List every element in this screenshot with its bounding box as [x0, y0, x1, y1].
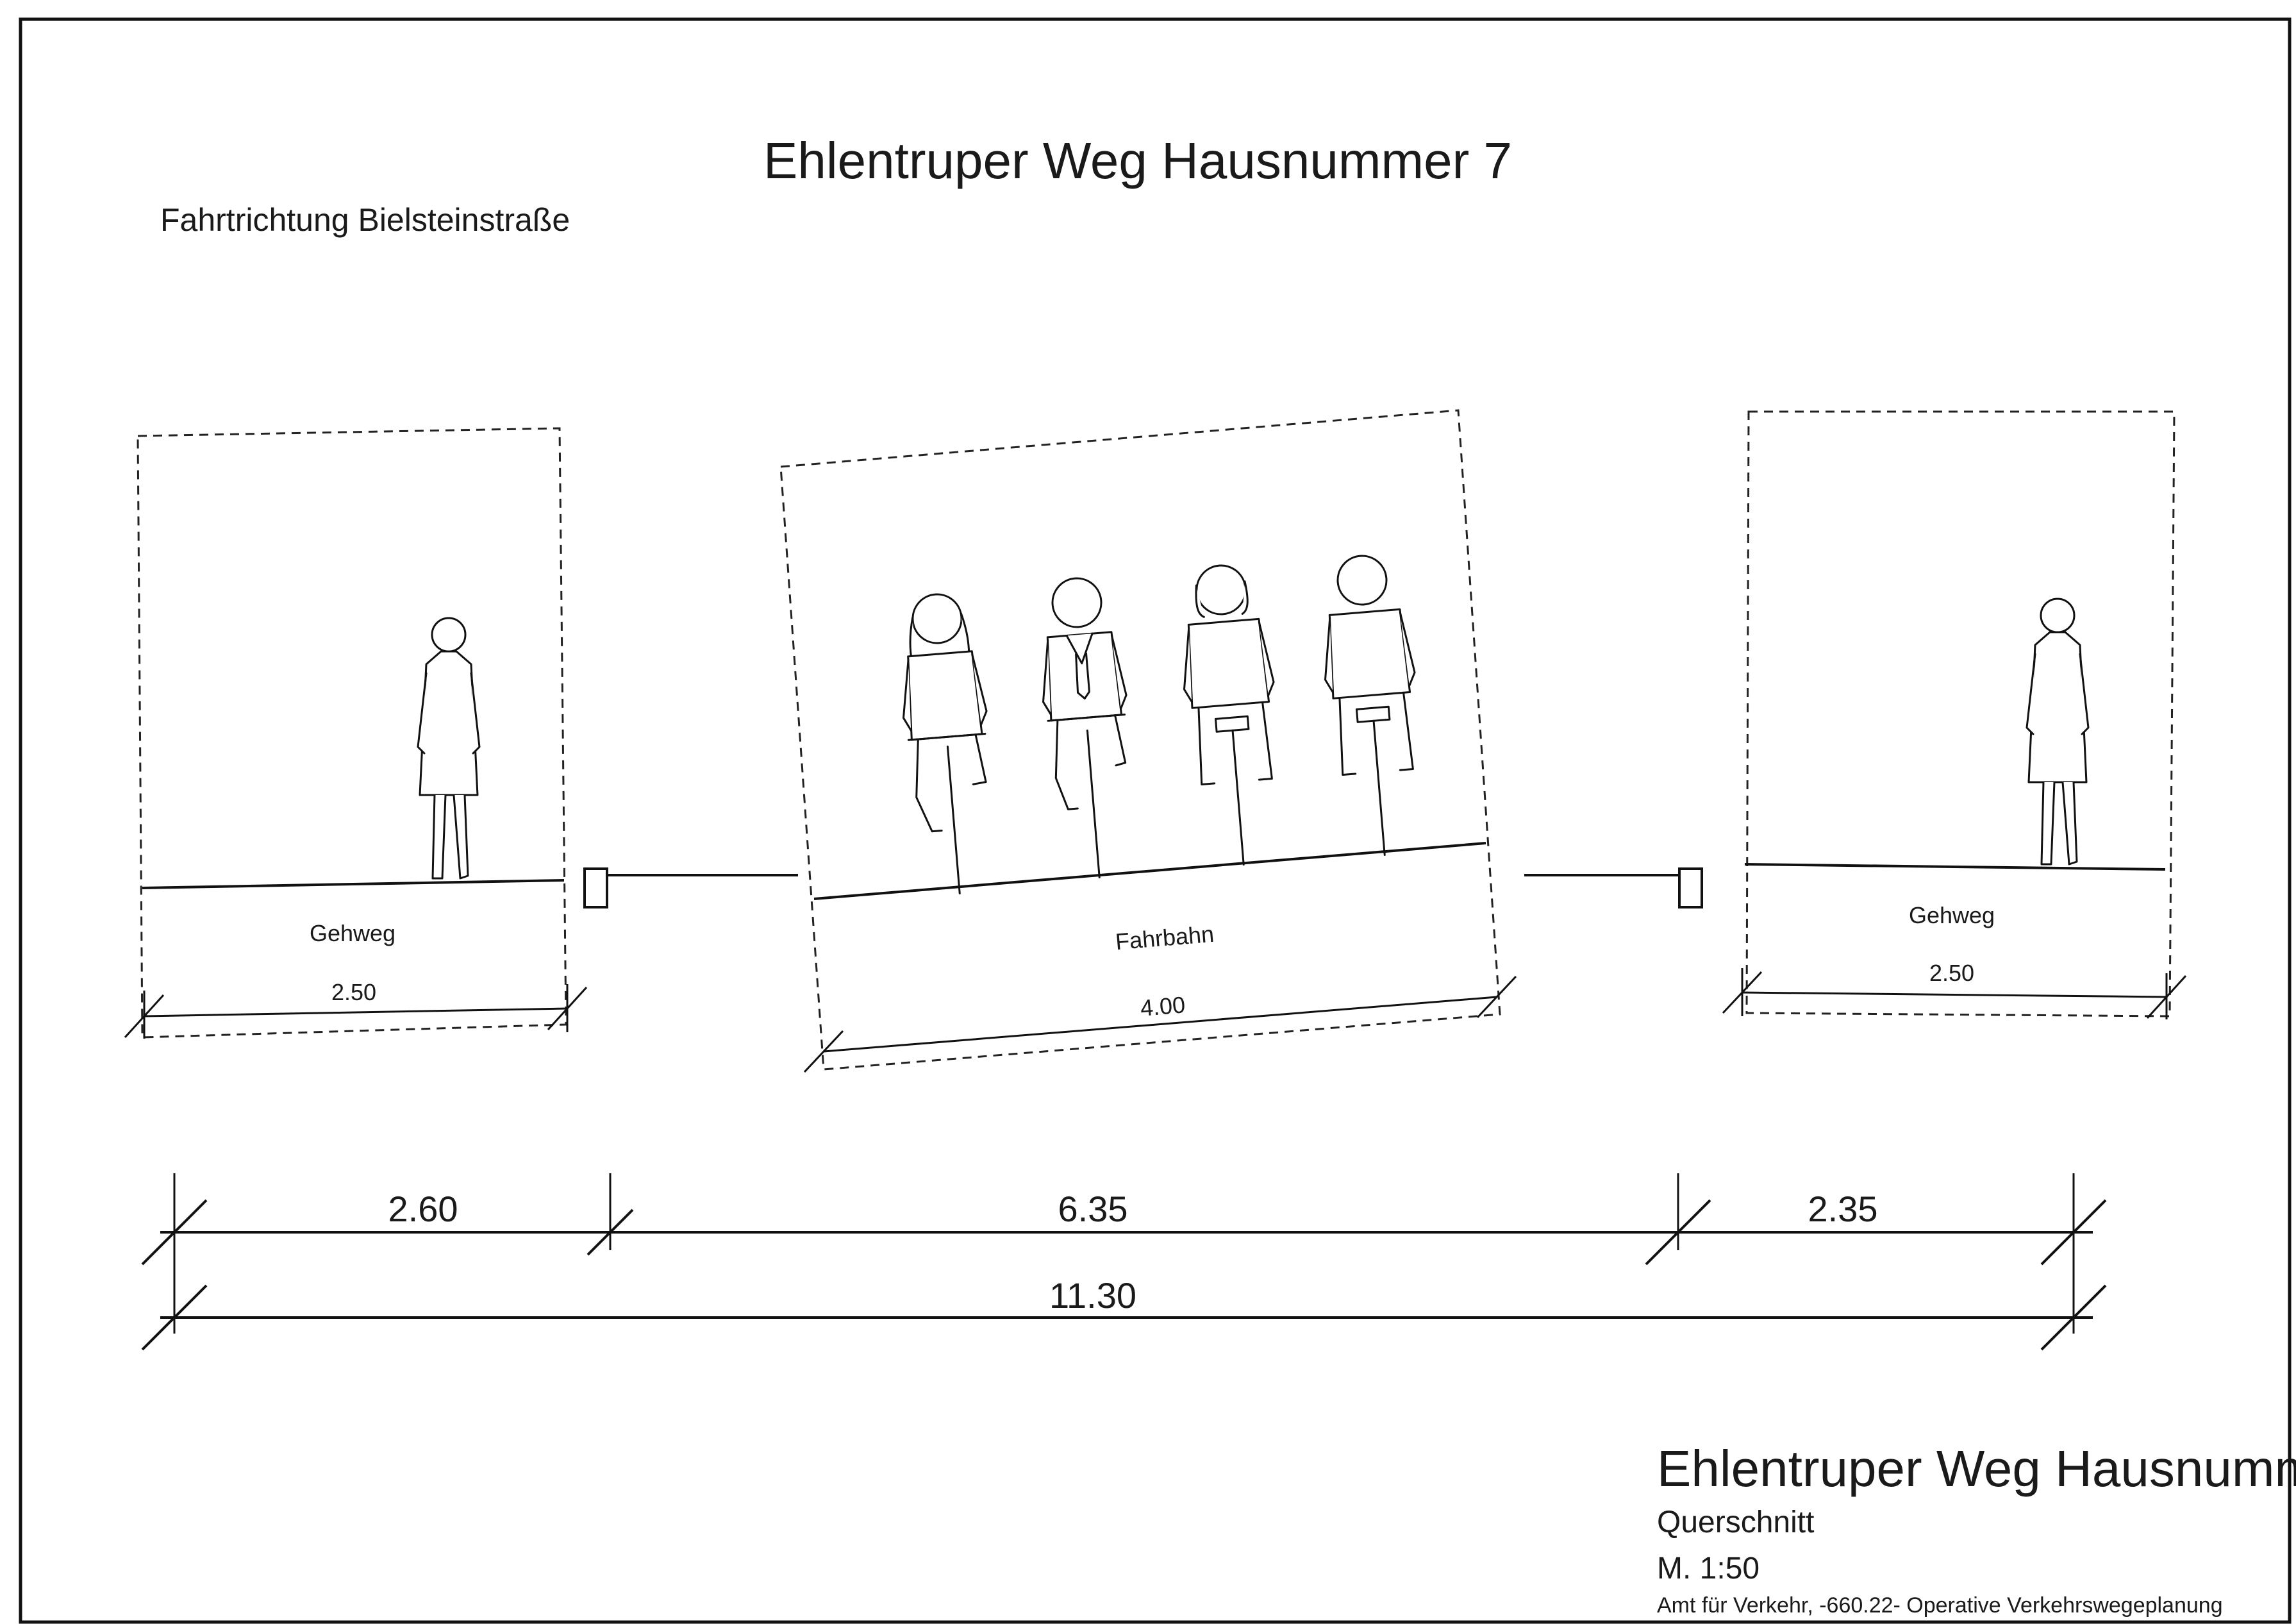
- left-sidewalk-width: 2.50: [331, 979, 376, 1005]
- segment-tick: [1645, 1199, 1711, 1266]
- drawing-title: Ehlentruper Weg Hausnummer 7: [763, 132, 1512, 189]
- segment-middle-value: 6.35: [1058, 1189, 1128, 1229]
- total-value: 11.30: [1049, 1275, 1136, 1316]
- roadway-width-dimension-line: [823, 996, 1497, 1053]
- right-clearance-box: [1745, 410, 2175, 1017]
- overall-dimensions: 2.60 6.35 2.35 11.30: [141, 1173, 2107, 1351]
- right-curb-icon: [1678, 867, 1703, 908]
- cyclist-icon: [1042, 577, 1127, 879]
- roadway-width-tick: [1476, 975, 1517, 1019]
- title-block-subtitle: Querschnitt: [1657, 1505, 1814, 1539]
- roadway-width: 4.00: [1139, 991, 1186, 1021]
- segment-left-value: 2.60: [388, 1189, 458, 1229]
- roadway-label: Fahrbahn: [1115, 921, 1215, 955]
- cyclist-icon: [1183, 564, 1275, 866]
- segment-tick: [586, 1209, 634, 1256]
- segment-tick: [141, 1199, 208, 1266]
- pedestrian-icon: [2026, 598, 2090, 866]
- total-tick: [2040, 1284, 2107, 1351]
- left-width-dimension-line: [144, 1007, 568, 1017]
- direction-label: Fahrtrichtung Bielsteinstraße: [160, 202, 570, 238]
- total-tick: [141, 1284, 208, 1351]
- segment-tick: [2040, 1199, 2107, 1266]
- right-sidewalk-label: Gehweg: [1909, 902, 1995, 928]
- title-block-department: Amt für Verkehr, -660.22- Operative Verk…: [1657, 1593, 2223, 1618]
- left-ground-line: [142, 879, 565, 889]
- title-block: Ehlentruper Weg Hausnummer 7 Querschnitt…: [1657, 1440, 2296, 1618]
- pedestrian-icon: [417, 617, 481, 880]
- left-curb-icon: [583, 867, 608, 908]
- sheet-border: [19, 17, 2292, 1624]
- right-ground-line: [1744, 863, 2166, 871]
- title-block-scale: M. 1:50: [1657, 1552, 1759, 1586]
- left-sidewalk-section: Gehweg 2.50: [124, 427, 588, 1039]
- right-width-dimension-line: [1742, 991, 2167, 998]
- roadway-clearance-box: [779, 409, 1501, 1071]
- cyclist-icon: [1324, 555, 1416, 857]
- right-sidewalk-width: 2.50: [1929, 960, 1974, 986]
- roadway-ground-line: [813, 842, 1486, 900]
- segment-right-value: 2.35: [1808, 1189, 1878, 1229]
- left-clearance-box: [137, 427, 567, 1039]
- cyclist-icon: [903, 593, 988, 895]
- title-block-title: Ehlentruper Weg Hausnummer 7: [1657, 1440, 2296, 1497]
- left-sidewalk-label: Gehweg: [310, 920, 395, 946]
- roadway-width-tick: [803, 1030, 844, 1073]
- roadway-section: Fahrbahn 4.00: [779, 409, 1517, 1073]
- right-sidewalk-section: Gehweg 2.50: [1722, 410, 2187, 1019]
